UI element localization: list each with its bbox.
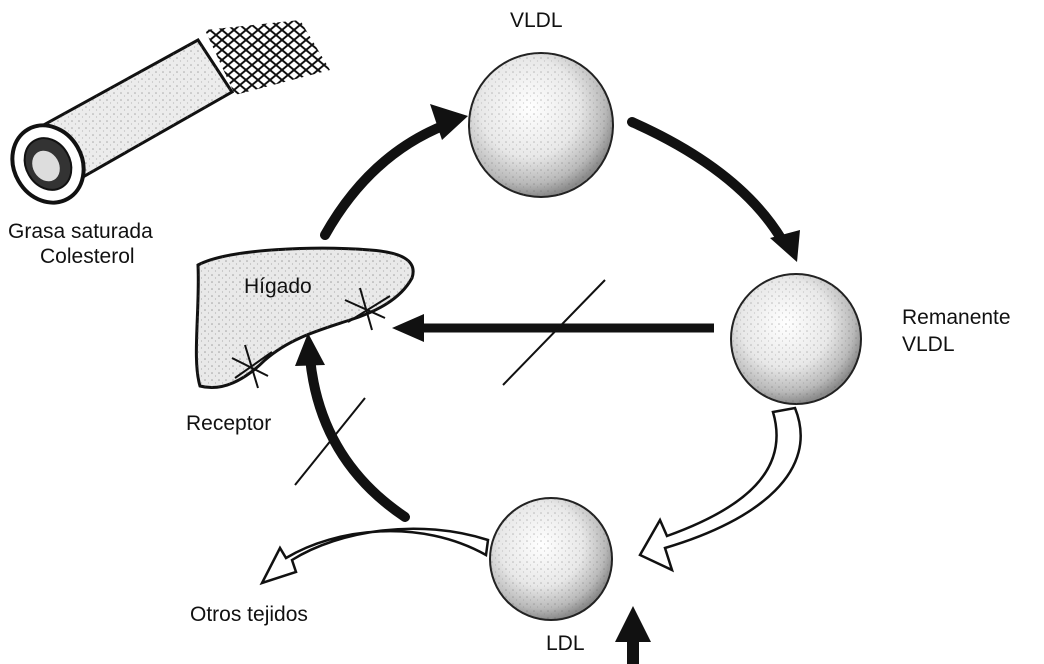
arrow-vldl-to-remanente [632, 122, 800, 262]
artery-icon [0, 20, 330, 216]
liver-icon [196, 248, 413, 387]
label-ldl: LDL [546, 631, 585, 656]
arrow-liver-to-vldl [325, 104, 468, 235]
label-receptor: Receptor [186, 411, 271, 436]
label-grasa-saturada: Grasa saturada [8, 219, 153, 244]
label-remanente-vldl: VLDL [902, 332, 955, 357]
input-arrow-ldl [615, 606, 651, 664]
label-remanente: Remanente [902, 305, 1011, 330]
arrow-remanente-to-liver [392, 314, 714, 342]
label-higado: Hígado [244, 274, 312, 299]
arrow-remanente-to-ldl [640, 408, 801, 570]
label-colesterol: Colesterol [40, 244, 135, 269]
arrow-ldl-to-otros-tejidos [262, 529, 488, 583]
arrow-ldl-to-liver [295, 333, 405, 517]
label-vldl: VLDL [510, 8, 563, 33]
label-otros-tejidos: Otros tejidos [190, 602, 308, 627]
